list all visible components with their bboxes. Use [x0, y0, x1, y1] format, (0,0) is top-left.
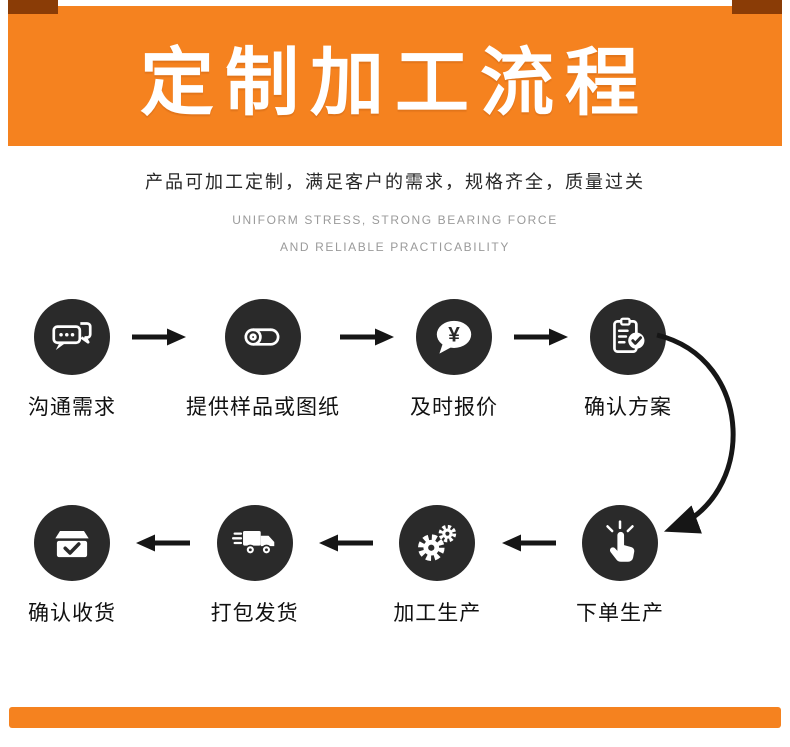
step-label: 沟通需求	[28, 396, 116, 419]
arrow-left-icon	[501, 534, 556, 552]
tagline-text: UNIFORM STRESS, STRONG BEARING FORCE AND…	[0, 207, 790, 261]
banner-corner-left	[8, 0, 58, 14]
flow-row-1: 沟通需求 提供样品或图纸	[12, 299, 680, 421]
step-confirm-receipt: 确认收货	[12, 505, 132, 627]
blueprint-roll-icon	[244, 328, 280, 346]
step-label: 打包发货	[210, 602, 299, 625]
step-pack-and-ship: 打包发货	[195, 505, 315, 627]
step-label: 提供样品或图纸	[186, 396, 340, 419]
step-circle	[34, 505, 110, 581]
title-banner: 定制加工流程	[8, 0, 782, 146]
tagline-line1: UNIFORM STRESS, STRONG BEARING FORCE	[232, 213, 558, 227]
step-circle	[399, 505, 476, 581]
step-place-order-production: 下单生产	[560, 505, 680, 627]
arrow-left-icon	[136, 534, 191, 552]
step-label: 下单生产	[575, 602, 664, 625]
arrow-right-icon	[340, 328, 394, 346]
price-quote-icon: ¥	[436, 320, 472, 354]
gears-icon	[418, 524, 457, 561]
intro-section: 产品可加工定制，满足客户的需求，规格齐全，质量过关 UNIFORM STRESS…	[0, 168, 790, 261]
page-title: 定制加工流程	[140, 40, 650, 124]
tagline-line2: AND RELIABLE PRACTICABILITY	[280, 240, 510, 254]
step-confirm-plan: 确认方案	[568, 299, 688, 421]
flow-row-2: 确认收货	[12, 505, 680, 627]
plan-checklist-icon	[613, 317, 645, 353]
process-flow-diagram: 沟通需求 提供样品或图纸	[0, 299, 790, 627]
chat-bubbles-icon	[52, 322, 92, 351]
click-order-icon	[606, 520, 635, 562]
step-provide-sample-or-drawing: 提供样品或图纸	[186, 299, 340, 421]
step-circle	[34, 299, 110, 375]
step-processing-production: 加工生产	[377, 505, 497, 627]
subtitle-text: 产品可加工定制，满足客户的需求，规格齐全，质量过关	[145, 172, 645, 192]
step-circle	[581, 505, 658, 581]
step-circle: ¥	[416, 299, 492, 375]
receive-box-icon	[55, 531, 89, 558]
step-circle	[216, 505, 293, 581]
step-circle	[225, 299, 301, 375]
arrow-right-icon	[514, 328, 568, 346]
bottom-accent-bar	[9, 707, 781, 728]
step-label: 确认方案	[584, 396, 672, 419]
step-label: 确认收货	[28, 602, 116, 625]
arrow-right-icon	[132, 328, 186, 346]
step-timely-quote: ¥ 及时报价	[394, 299, 514, 421]
step-label: 加工生产	[393, 602, 482, 625]
yen-symbol: ¥	[448, 324, 460, 347]
step-label: 及时报价	[410, 396, 498, 419]
delivery-truck-icon	[231, 531, 274, 555]
step-communicate-needs: 沟通需求	[12, 299, 132, 421]
arrow-left-icon	[318, 534, 373, 552]
step-circle	[590, 299, 666, 375]
banner-corner-right	[732, 0, 782, 14]
